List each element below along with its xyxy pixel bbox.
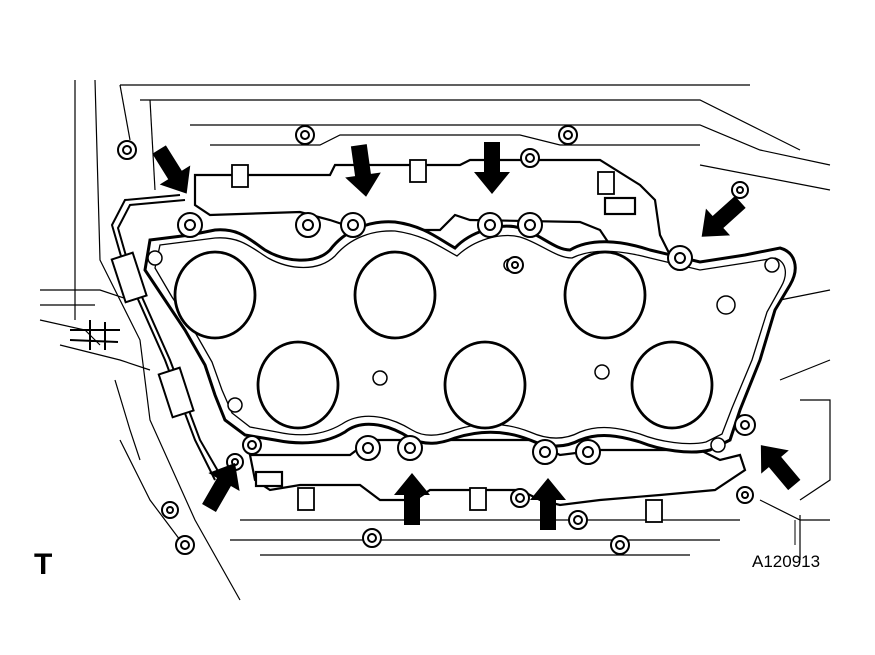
bolt xyxy=(506,256,524,274)
bolt xyxy=(397,435,423,461)
bolt xyxy=(117,140,137,160)
bolt xyxy=(477,212,503,238)
intake-port-6 xyxy=(630,340,714,430)
bolt xyxy=(242,435,262,455)
intake-port-holes xyxy=(173,250,714,430)
bolt xyxy=(610,535,630,555)
arrow-up-left-icon xyxy=(760,445,801,491)
bolt xyxy=(295,212,321,238)
bolt xyxy=(731,181,749,199)
intake-port-4 xyxy=(256,340,340,430)
arrow-up-icon xyxy=(394,473,430,525)
intake-port-3 xyxy=(563,250,647,340)
gasket-inner-outline xyxy=(154,230,786,445)
bolt xyxy=(520,148,540,168)
bolt xyxy=(177,212,203,238)
bolt xyxy=(161,501,179,519)
intake-port-1 xyxy=(173,250,257,340)
bolt xyxy=(532,439,558,465)
corner-label: T xyxy=(34,548,53,581)
bolt xyxy=(568,510,588,530)
intake-port-2 xyxy=(353,250,437,340)
arrow-up-icon xyxy=(530,478,566,530)
bolt xyxy=(558,125,578,145)
bolt xyxy=(667,245,693,271)
intake-port-5 xyxy=(443,340,527,430)
indicator-arrows xyxy=(152,142,801,530)
bolt xyxy=(517,212,543,238)
gasket xyxy=(143,220,797,454)
figure-id: A120913 xyxy=(752,552,821,571)
bolt xyxy=(175,535,195,555)
arrow-up-right-icon xyxy=(202,462,240,512)
bolt xyxy=(575,439,601,465)
arrow-down-left-icon xyxy=(701,195,746,237)
bolt xyxy=(510,488,530,508)
bolt xyxy=(734,414,756,436)
bolt xyxy=(355,435,381,461)
bolts xyxy=(117,125,756,555)
bolt xyxy=(295,125,315,145)
bolt xyxy=(736,486,754,504)
arrow-down-icon xyxy=(345,144,381,197)
arrow-down-icon xyxy=(474,142,510,194)
arrow-down-icon xyxy=(152,145,191,194)
bolt xyxy=(340,212,366,238)
bracket-clips xyxy=(231,159,663,523)
bolt xyxy=(362,528,382,548)
gasket-small-holes xyxy=(147,250,780,453)
background-engine-lines xyxy=(39,79,831,601)
fuel-delivery-pipe xyxy=(69,194,223,481)
